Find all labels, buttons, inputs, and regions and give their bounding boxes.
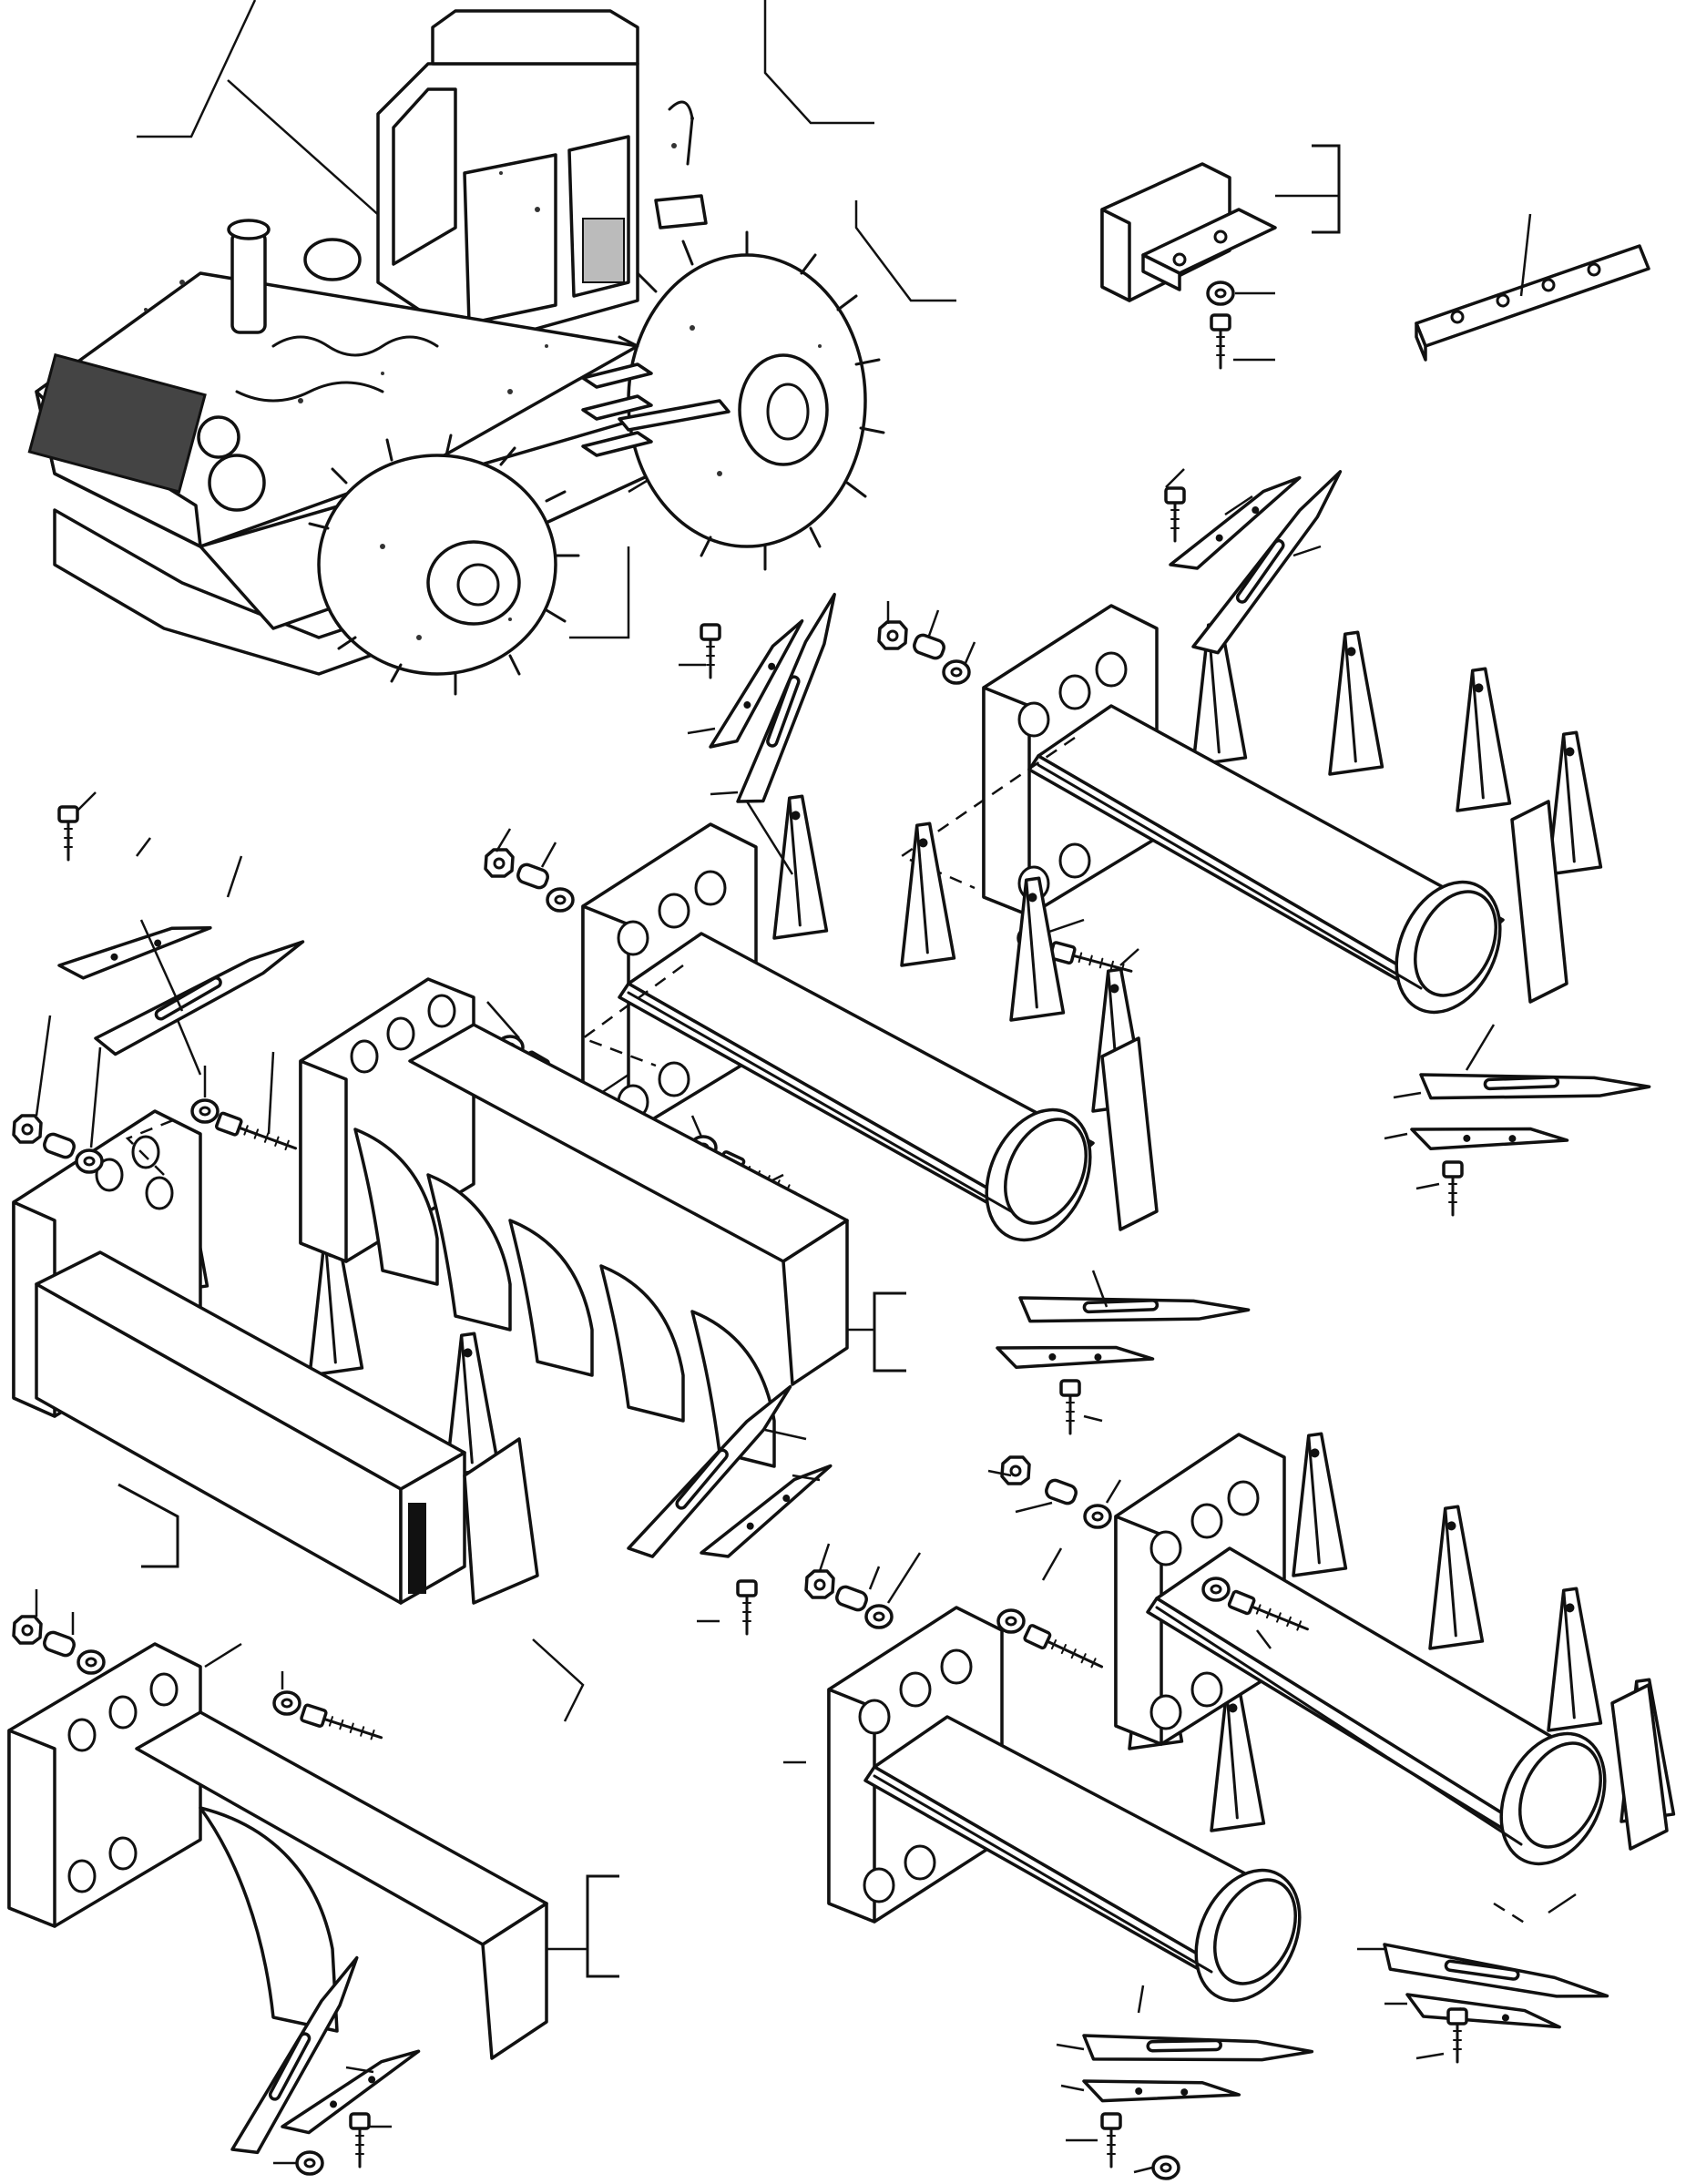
machine-overview: [27, 0, 956, 696]
rear-wheel: [618, 230, 885, 571]
front-wheel: [308, 434, 580, 696]
upper-right-cleaner-bar: [877, 458, 1651, 1217]
machine-texture: [144, 117, 822, 640]
left-cleaner-bar: [12, 791, 539, 1605]
lower-right-cleaner-bar: [987, 1431, 1676, 2064]
lower-left-scraper-bar: [7, 1589, 619, 2176]
wear-plate: [1415, 213, 1650, 362]
counterweight-bracket: [1100, 144, 1341, 370]
middle-cleaner-bar: [484, 586, 1251, 1435]
center-scraper-bar: [299, 977, 906, 1636]
lower-center-cleaner-bar: [783, 1543, 1314, 2180]
